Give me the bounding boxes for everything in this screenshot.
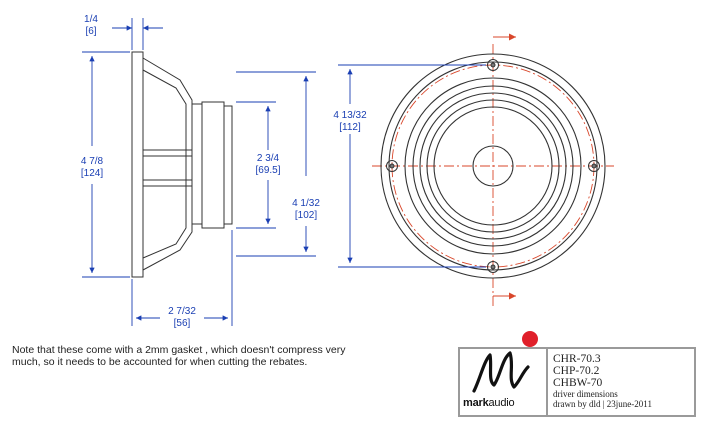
logo-red-dot — [522, 331, 538, 347]
dust-cap — [472, 145, 514, 187]
basket-inner — [142, 69, 187, 259]
mount-hole — [588, 160, 600, 172]
depth-frac: 2 7/32 — [168, 306, 196, 317]
mount-hole-center — [490, 264, 496, 270]
magnet-front — [191, 103, 203, 225]
side-dimensions — [82, 18, 316, 326]
side-dimension-labels: 1/4 [6] 4 7/8 [124] 2 3/4 [69.5] 4 1/32 … — [81, 14, 320, 329]
brand-bold: mark — [463, 397, 489, 409]
bolt-circle-dimension — [338, 64, 486, 268]
basket-frame — [142, 57, 193, 271]
top-width-frac: 1/4 — [84, 14, 98, 25]
magnet-body — [201, 101, 225, 229]
gasket-note: Note that these come with a 2mm gasket ,… — [12, 344, 402, 368]
surround-outer — [412, 85, 574, 247]
note-line-2: much, so it needs to be accounted for wh… — [12, 356, 308, 368]
mount-hole — [487, 59, 499, 71]
cutout-dia-frac: 4 1/32 — [292, 198, 320, 209]
top-width-mm: [6] — [85, 26, 96, 37]
front-view — [372, 33, 614, 306]
mount-hole-center — [591, 163, 597, 169]
title-block-text: CHR-70.3 CHP-70.2 CHBW-70 driver dimensi… — [553, 353, 652, 409]
mount-hole-center — [389, 163, 395, 169]
mounting-holes — [386, 59, 600, 273]
magnet-dia-mm: [69.5] — [255, 165, 280, 176]
brand-regular: audio — [488, 397, 515, 409]
drawing-subtitle: driver dimensions — [553, 389, 618, 399]
drawn-by: drawn by dld | 23june-2011 — [553, 399, 652, 409]
cutout-dia-mm: [102] — [295, 210, 317, 221]
outer-frame-ring — [380, 53, 606, 279]
markaudio-logo-mark — [472, 351, 530, 393]
mount-hole — [487, 261, 499, 273]
bolt-circle-frac: 4 13/32 — [333, 110, 367, 121]
title-block-divider — [546, 349, 548, 415]
magnet-dia-frac: 2 3/4 — [257, 153, 280, 164]
side-view — [131, 51, 233, 278]
cone-ring — [426, 99, 560, 233]
magnet-back — [223, 105, 233, 225]
model-name-1: CHR-70.3 — [553, 353, 601, 365]
brand-wordmark: markaudio — [463, 397, 515, 409]
frame-inner-ring — [388, 61, 598, 271]
front-flange — [131, 51, 144, 278]
depth-mm: [56] — [174, 318, 191, 329]
overall-dia-frac: 4 7/8 — [81, 156, 104, 167]
note-line-1: Note that these come with a 2mm gasket ,… — [12, 344, 346, 356]
gasket-ring — [404, 77, 582, 255]
bolt-circle-mm: [112] — [339, 122, 361, 133]
mount-hole — [386, 160, 398, 172]
surround-inner — [419, 92, 567, 240]
cone-inner — [433, 106, 553, 226]
overall-dia-mm: [124] — [81, 168, 103, 179]
model-name-3: CHBW-70 — [553, 377, 603, 389]
model-name-2: CHP-70.2 — [553, 365, 600, 377]
title-block: markaudio CHR-70.3 CHP-70.2 CHBW-70 driv… — [458, 331, 696, 417]
mount-hole-center — [490, 62, 496, 68]
